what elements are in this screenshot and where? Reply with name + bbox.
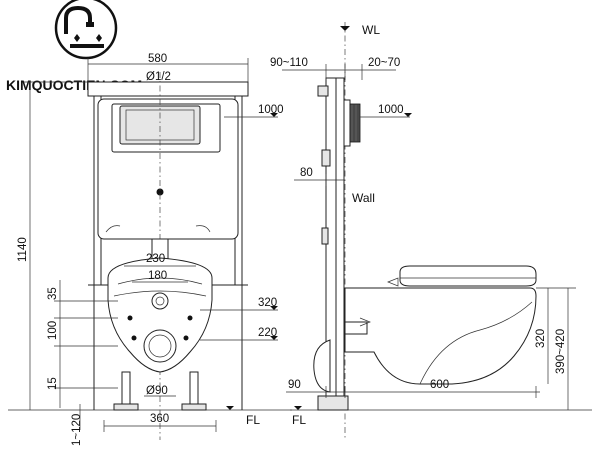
water-inlet [151, 292, 169, 310]
toilet-seat [399, 265, 537, 287]
floor-label-side: FL [292, 413, 306, 427]
dim-230: 230 [146, 253, 165, 265]
dim-100: 100 [47, 321, 59, 340]
flush-button-side [349, 103, 361, 143]
dim-600: 600 [430, 379, 449, 391]
faucet-logo-icon [54, 0, 118, 60]
dim-390-420: 390~420 [555, 329, 567, 374]
cistern-valve [156, 188, 164, 196]
dim-1-120: 1~120 [71, 414, 83, 446]
dim-360: 360 [150, 413, 169, 425]
dim-80: 80 [300, 167, 313, 179]
dim-320-front: 320 [258, 297, 277, 309]
dim-1000-front: 1000 [258, 104, 284, 116]
dim-90: 90 [288, 379, 301, 391]
floor-label-front: FL [246, 413, 260, 427]
frame-top-rail [87, 81, 249, 97]
toilet-bowl-front [107, 257, 213, 373]
wall-label: Wall [352, 191, 375, 205]
dim-35: 35 [47, 287, 59, 300]
wall-line-label: WL [362, 23, 380, 37]
dim-1140: 1140 [17, 237, 29, 262]
dim-220: 220 [258, 327, 277, 339]
dim-pipe-diameter: Ø1/2 [146, 71, 171, 83]
dim-580: 580 [148, 53, 167, 65]
flush-plate-opening [119, 105, 201, 145]
dim-d90: Ø90 [146, 385, 168, 397]
dim-20-70: 20~70 [368, 57, 400, 69]
dim-180: 180 [148, 270, 167, 282]
dim-1000-side: 1000 [378, 104, 404, 116]
dim-90-110: 90~110 [270, 57, 308, 69]
front-view: 580 Ø1/2 1000 1140 35 100 15 1~120 230 1… [8, 53, 292, 446]
side-view: WL 90~110 20~70 1000 [270, 22, 592, 440]
dim-15: 15 [47, 377, 59, 390]
dim-320-side: 320 [535, 329, 547, 348]
toilet-bowl-side [344, 287, 537, 385]
